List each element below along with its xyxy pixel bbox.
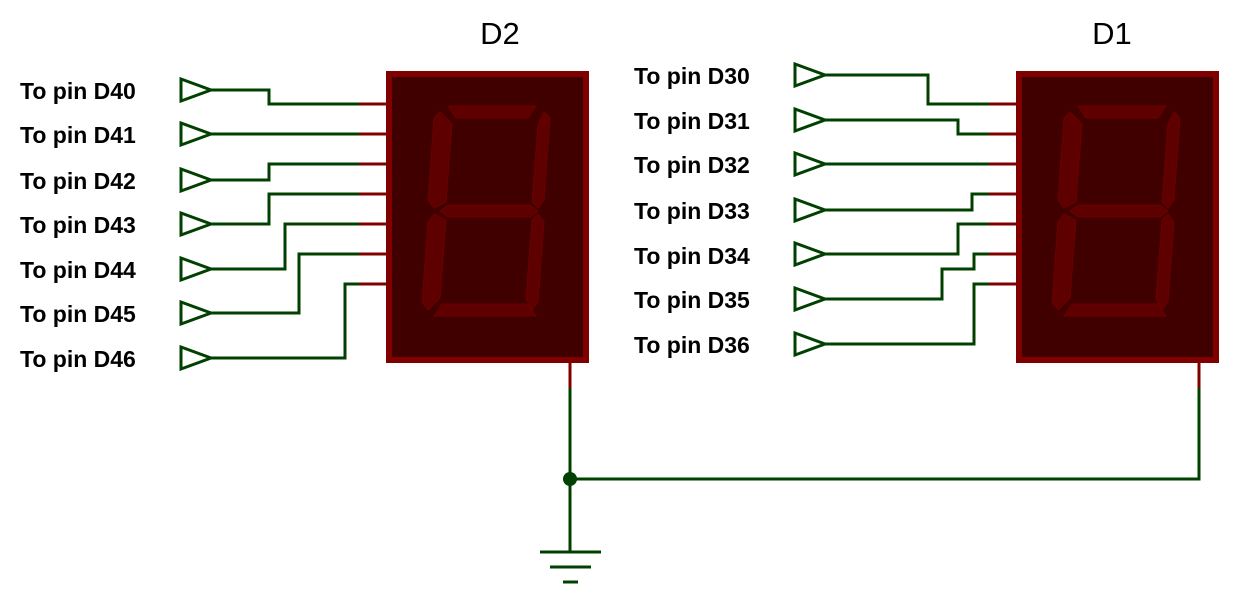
wire: [211, 222, 359, 271]
segment-g: [439, 204, 539, 218]
wire: [211, 282, 359, 360]
input-terminal-icon: [179, 76, 216, 104]
input-terminal-icon: [793, 330, 830, 358]
input-label: To pin D31: [634, 108, 750, 134]
ground-net: [540, 388, 1201, 584]
input-label: To pin D33: [634, 198, 750, 224]
segment-f: [427, 111, 453, 209]
display-d2-pins: [359, 102, 572, 388]
segment-b: [531, 111, 551, 209]
junction-dot: [563, 472, 577, 486]
segment-b: [1161, 111, 1181, 209]
input-label: To pin D43: [20, 212, 136, 238]
input-terminal-icon: [179, 255, 216, 283]
input-label: To pin D34: [634, 243, 750, 269]
d2-inputs: To pin D40 To pin D41 To pin D42 To pin …: [20, 76, 359, 372]
input-label: To pin D32: [634, 152, 750, 178]
segment-e: [421, 213, 447, 311]
input-terminal-icon: [793, 285, 830, 313]
input-label: To pin D46: [20, 346, 136, 372]
input-terminal-icon: [793, 106, 830, 134]
input-label: To pin D44: [20, 257, 136, 283]
input-label: To pin D30: [634, 63, 750, 89]
wire: [825, 118, 989, 136]
wire: [211, 162, 359, 182]
input-label: To pin D41: [20, 122, 136, 148]
input-terminal-icon: [793, 196, 830, 224]
segment-e: [1051, 213, 1077, 311]
display-d1-label: D1: [1092, 16, 1132, 51]
wire: [825, 252, 989, 301]
segment-a: [447, 105, 537, 119]
ground-icon: [540, 550, 601, 584]
wire: [570, 388, 1201, 481]
segment-f: [1057, 111, 1083, 209]
input-terminal-icon: [179, 210, 216, 238]
input-label: To pin D40: [20, 78, 136, 104]
segment-d: [433, 303, 537, 317]
display-d1: D1: [989, 16, 1219, 388]
display-d2-segments: [421, 105, 551, 317]
display-d1-segments: [1051, 105, 1181, 317]
input-label: To pin D36: [634, 332, 750, 358]
segment-a: [1077, 105, 1167, 119]
wire: [825, 192, 989, 212]
segment-g: [1069, 204, 1169, 218]
input-terminal-icon: [179, 344, 216, 372]
wire: [825, 222, 989, 256]
input-terminal-icon: [793, 240, 830, 268]
display-d1-pins: [989, 102, 1201, 388]
display-d2: D2: [359, 16, 589, 388]
input-terminal-icon: [179, 120, 216, 148]
input-label: To pin D42: [20, 168, 136, 194]
wire: [825, 73, 989, 106]
input-terminal-icon: [793, 61, 830, 89]
wire: [211, 192, 359, 226]
input-label: To pin D45: [20, 301, 136, 327]
display-d2-label: D2: [480, 16, 520, 51]
input-label: To pin D35: [634, 287, 750, 313]
wire: [211, 252, 359, 315]
wire: [825, 282, 989, 346]
input-terminal-icon: [793, 150, 830, 178]
d1-inputs: To pin D30 To pin D31 To pin D32 To pin …: [634, 61, 989, 358]
segment-d: [1063, 303, 1167, 317]
input-terminal-icon: [179, 166, 216, 194]
wire: [211, 88, 359, 106]
input-terminal-icon: [179, 299, 216, 327]
